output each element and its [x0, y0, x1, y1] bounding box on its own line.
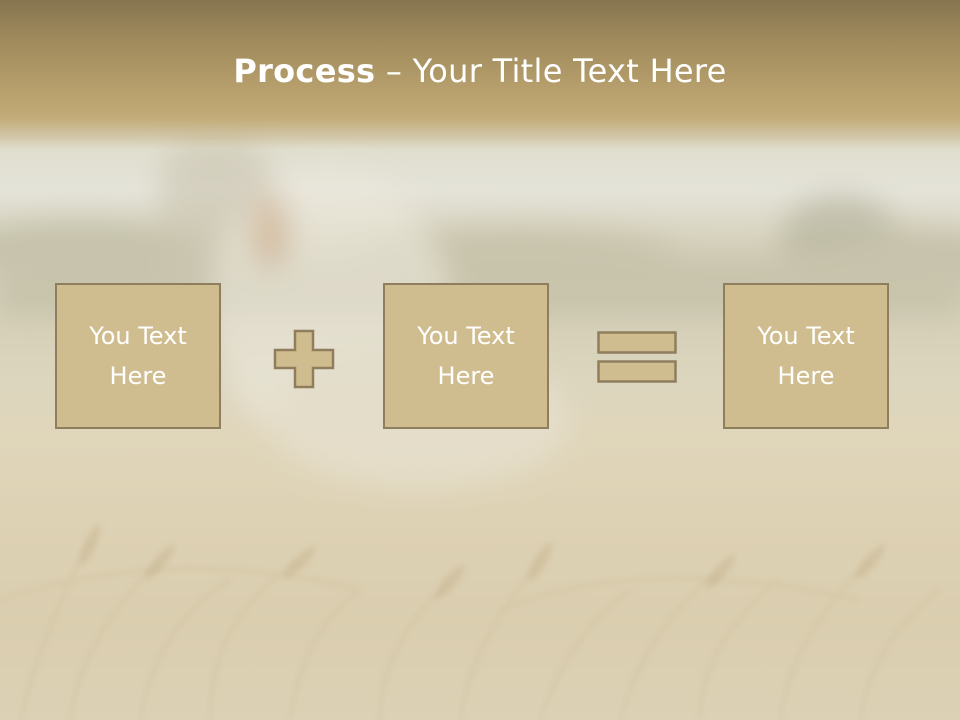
- process-box-3-text: You Text Here: [731, 316, 881, 396]
- process-box-2[interactable]: You Text Here: [383, 283, 549, 429]
- process-box-3[interactable]: You Text Here: [723, 283, 889, 429]
- box-1-line-2: Here: [109, 362, 167, 390]
- title-band: [0, 0, 960, 150]
- equals-icon: [597, 331, 677, 383]
- title-keyword: Process: [233, 52, 376, 90]
- box-3-line-2: Here: [777, 362, 835, 390]
- process-box-1[interactable]: You Text Here: [55, 283, 221, 429]
- plus-icon: [273, 329, 335, 389]
- process-box-1-text: You Text Here: [63, 316, 213, 396]
- slide-title: Process – Your Title Text Here: [0, 52, 960, 90]
- box-1-line-1: You Text: [89, 322, 187, 350]
- box-2-line-1: You Text: [417, 322, 515, 350]
- process-box-2-text: You Text Here: [391, 316, 541, 396]
- box-3-line-1: You Text: [757, 322, 855, 350]
- box-2-line-2: Here: [437, 362, 495, 390]
- title-text: – Your Title Text Here: [375, 52, 727, 90]
